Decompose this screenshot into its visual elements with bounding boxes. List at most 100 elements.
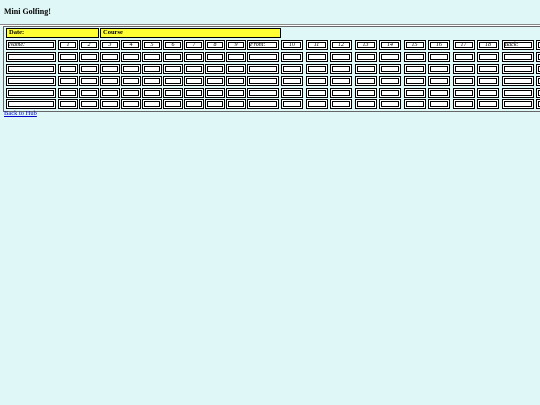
hole-score-input[interactable]: [428, 76, 450, 86]
total-input[interactable]: [535, 64, 540, 74]
hole-score-input[interactable]: [163, 76, 183, 86]
hole-score-input[interactable]: [163, 52, 183, 62]
hole-score-input[interactable]: [354, 64, 377, 74]
hole-score-input[interactable]: [121, 64, 141, 74]
hole-score-input[interactable]: [226, 99, 246, 109]
hole-score-input[interactable]: [452, 76, 475, 86]
hole-score-input[interactable]: [379, 88, 401, 98]
total-input[interactable]: [535, 52, 540, 62]
hole-score-input[interactable]: [100, 88, 120, 98]
hole-score-input[interactable]: [330, 64, 352, 74]
hole-score-input[interactable]: [205, 64, 225, 74]
hole-score-input[interactable]: [477, 52, 499, 62]
front-total-input[interactable]: [247, 88, 279, 98]
hole-score-input[interactable]: [121, 88, 141, 98]
hole-score-input[interactable]: [226, 76, 246, 86]
hole-score-input[interactable]: [184, 99, 204, 109]
hole-score-input[interactable]: [226, 52, 246, 62]
hole-score-input[interactable]: [379, 52, 401, 62]
hole-score-input[interactable]: [184, 52, 204, 62]
hole-score-input[interactable]: [58, 52, 78, 62]
hole-score-input[interactable]: [477, 76, 499, 86]
hole-score-input[interactable]: [58, 88, 78, 98]
player-name-input[interactable]: [6, 76, 56, 86]
hole-score-input[interactable]: [354, 76, 377, 86]
total-input[interactable]: [535, 88, 540, 98]
hole-score-input[interactable]: [100, 76, 120, 86]
hole-score-input[interactable]: [477, 64, 499, 74]
hole-score-input[interactable]: [121, 52, 141, 62]
hole-score-input[interactable]: [58, 64, 78, 74]
hole-score-input[interactable]: [452, 88, 475, 98]
back-total-input[interactable]: [501, 99, 534, 109]
total-input[interactable]: [535, 99, 540, 109]
hole-score-input[interactable]: [163, 99, 183, 109]
hole-score-input[interactable]: [281, 99, 303, 109]
hole-score-input[interactable]: [79, 99, 99, 109]
date-field[interactable]: Date:: [6, 28, 99, 38]
hole-score-input[interactable]: [428, 52, 450, 62]
hole-score-input[interactable]: [305, 88, 328, 98]
hole-score-input[interactable]: [354, 99, 377, 109]
front-total-input[interactable]: [247, 64, 279, 74]
course-field[interactable]: Course: [100, 28, 281, 38]
hole-score-input[interactable]: [281, 76, 303, 86]
hole-score-input[interactable]: [403, 99, 426, 109]
front-total-input[interactable]: [247, 99, 279, 109]
hole-score-input[interactable]: [121, 99, 141, 109]
hole-score-input[interactable]: [205, 88, 225, 98]
hole-score-input[interactable]: [330, 76, 352, 86]
hole-score-input[interactable]: [403, 76, 426, 86]
hole-score-input[interactable]: [281, 52, 303, 62]
hole-score-input[interactable]: [142, 99, 162, 109]
hole-score-input[interactable]: [142, 88, 162, 98]
hole-score-input[interactable]: [79, 76, 99, 86]
hole-score-input[interactable]: [58, 76, 78, 86]
player-name-input[interactable]: [6, 64, 56, 74]
hole-score-input[interactable]: [354, 52, 377, 62]
hole-score-input[interactable]: [452, 64, 475, 74]
hole-score-input[interactable]: [428, 99, 450, 109]
hole-score-input[interactable]: [379, 76, 401, 86]
total-input[interactable]: [535, 76, 540, 86]
hole-score-input[interactable]: [305, 99, 328, 109]
hole-score-input[interactable]: [305, 76, 328, 86]
back-to-hub-link[interactable]: Back to Hub: [4, 110, 37, 117]
hole-score-input[interactable]: [428, 64, 450, 74]
hole-score-input[interactable]: [452, 99, 475, 109]
hole-score-input[interactable]: [205, 76, 225, 86]
hole-score-input[interactable]: [100, 64, 120, 74]
hole-score-input[interactable]: [121, 76, 141, 86]
hole-score-input[interactable]: [205, 52, 225, 62]
hole-score-input[interactable]: [281, 64, 303, 74]
hole-score-input[interactable]: [330, 52, 352, 62]
player-name-input[interactable]: [6, 52, 56, 62]
hole-score-input[interactable]: [184, 76, 204, 86]
hole-score-input[interactable]: [184, 64, 204, 74]
hole-score-input[interactable]: [403, 52, 426, 62]
hole-score-input[interactable]: [226, 64, 246, 74]
back-total-input[interactable]: [501, 88, 534, 98]
back-total-input[interactable]: [501, 76, 534, 86]
hole-score-input[interactable]: [403, 64, 426, 74]
hole-score-input[interactable]: [379, 99, 401, 109]
hole-score-input[interactable]: [79, 88, 99, 98]
hole-score-input[interactable]: [330, 88, 352, 98]
front-total-input[interactable]: [247, 76, 279, 86]
hole-score-input[interactable]: [379, 64, 401, 74]
player-name-input[interactable]: [6, 88, 56, 98]
hole-score-input[interactable]: [330, 99, 352, 109]
hole-score-input[interactable]: [281, 88, 303, 98]
hole-score-input[interactable]: [79, 52, 99, 62]
front-total-input[interactable]: [247, 52, 279, 62]
hole-score-input[interactable]: [226, 88, 246, 98]
back-total-input[interactable]: [501, 64, 534, 74]
hole-score-input[interactable]: [403, 88, 426, 98]
hole-score-input[interactable]: [142, 64, 162, 74]
hole-score-input[interactable]: [452, 52, 475, 62]
hole-score-input[interactable]: [305, 64, 328, 74]
hole-score-input[interactable]: [163, 64, 183, 74]
hole-score-input[interactable]: [205, 99, 225, 109]
hole-score-input[interactable]: [354, 88, 377, 98]
back-total-input[interactable]: [501, 52, 534, 62]
